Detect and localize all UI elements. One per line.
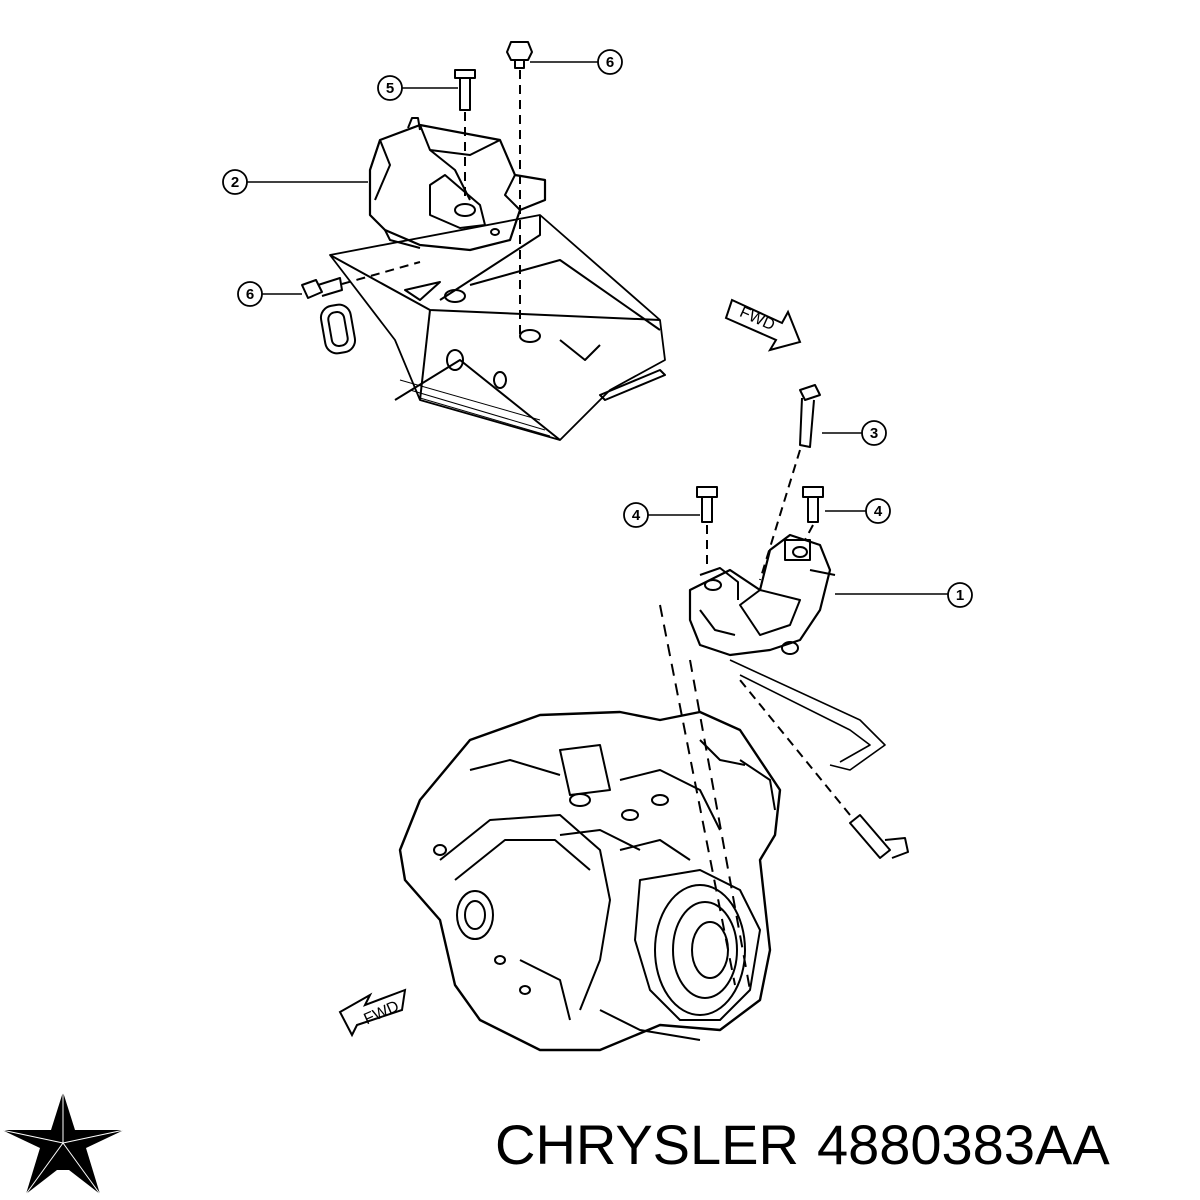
callout-label-6-top: 6: [606, 54, 614, 71]
callout-label-6-side: 6: [246, 286, 254, 303]
callout-4-right: 4: [825, 498, 891, 524]
fwd-arrow-lower: FWD: [338, 988, 407, 1038]
lower-mount-assembly: [659, 384, 909, 991]
part-caption: CHRYSLER 4880383AA: [495, 1112, 1195, 1192]
callout-3: 3: [822, 420, 887, 446]
callout-label-5: 5: [386, 80, 394, 97]
callout-label-2: 2: [231, 174, 239, 191]
callout-1: 1: [835, 582, 973, 608]
chrysler-pentastar-icon: [0, 1090, 126, 1196]
callout-2: 2: [222, 169, 368, 195]
callout-label-1: 1: [956, 587, 964, 604]
callout-label-4-left: 4: [632, 507, 641, 524]
transmission-assembly: [398, 710, 782, 1052]
callout-4-left: 4: [623, 502, 700, 528]
callout-6-top: 6: [530, 49, 623, 75]
part-number: 4880383AA: [816, 1113, 1110, 1176]
callout-6-side: 6: [237, 281, 302, 307]
callout-label-4-right: 4: [874, 503, 883, 520]
callout-label-3: 3: [870, 425, 878, 442]
brand-name: CHRYSLER: [495, 1113, 799, 1176]
upper-mount-assembly: [301, 41, 666, 441]
fwd-arrow-upper: FWD: [724, 298, 802, 352]
callout-5: 5: [377, 75, 458, 101]
